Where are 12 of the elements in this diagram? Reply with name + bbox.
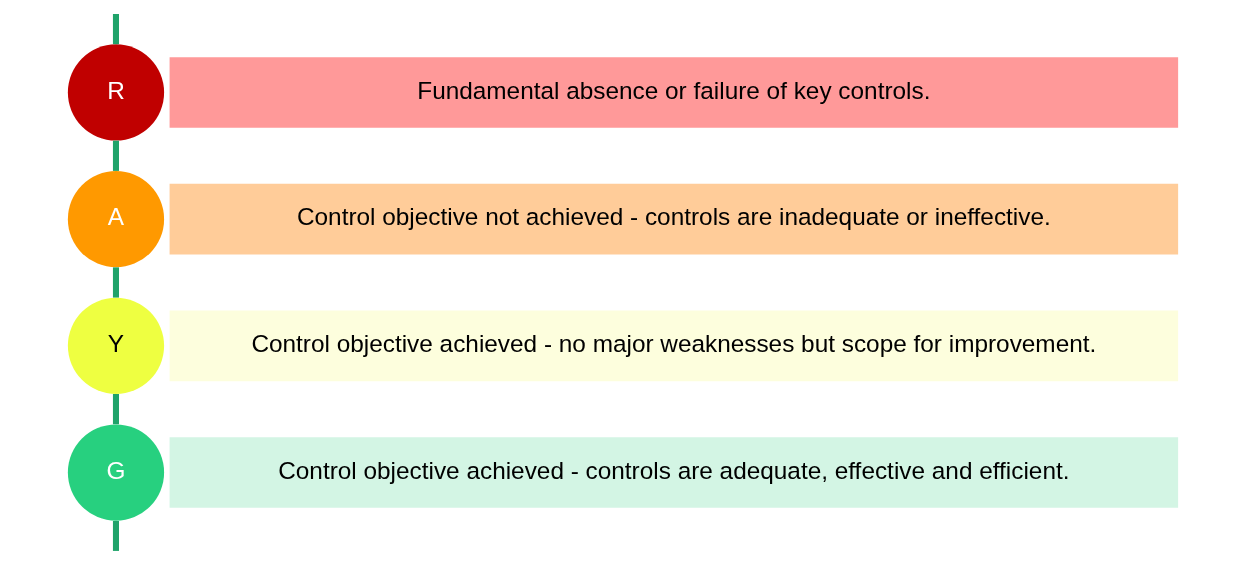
node-box: Control objective achieved - no major weaknesses but scope for improvement. [169,310,1179,382]
connector [112,394,120,425]
node-circle: R [67,44,165,141]
connector [112,520,120,551]
node-circle: Y [67,297,165,394]
node-box: Control objective achieved - controls are adequate, effective and efficient. [169,437,1179,508]
connector [112,267,120,298]
node-circle: A [67,171,165,268]
connector [112,140,120,171]
node-box: Control objective not achieved - controls are inadequate or ineffective. [169,183,1179,255]
node-box: Fundamental absence or failure of key controls. [169,57,1179,128]
node-circle: G [67,424,165,521]
